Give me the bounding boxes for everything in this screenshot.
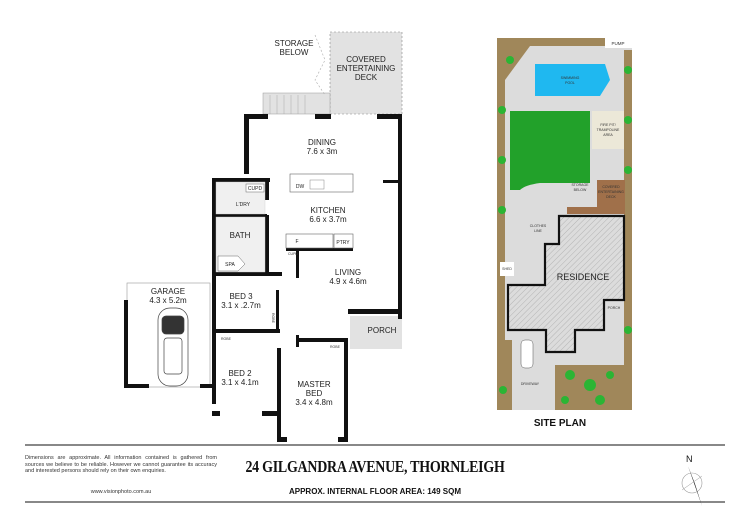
- site-deck-step: [567, 207, 597, 214]
- storage-label-2: BELOW: [280, 48, 309, 57]
- laundry-label: L'DRY: [236, 202, 251, 208]
- firepit-label-3: AREA: [603, 133, 613, 137]
- firepit-area: [592, 111, 624, 149]
- garden-left: [497, 38, 505, 410]
- website-link[interactable]: www.visionphoto.com.au: [90, 489, 152, 495]
- firepit-label: FIRE PIT/: [600, 123, 615, 127]
- stair-treads: [269, 95, 306, 114]
- master-bed-label-2: BED: [306, 389, 323, 398]
- residence: [506, 214, 626, 354]
- shed-label: SHED: [502, 267, 512, 271]
- kitchen-label: KITCHEN: [310, 206, 345, 215]
- bed3-dimensions: 3.1 x .2.7m: [221, 301, 261, 310]
- garage-label: GARAGE: [151, 287, 185, 296]
- floor-area: APPROX. INTERNAL FLOOR AREA: 149 SQM: [288, 487, 462, 496]
- clothes-line-label-2: LINE: [534, 229, 542, 233]
- dining-dimensions: 7.6 x 3m: [307, 147, 338, 156]
- residence-label: RESIDENCE: [557, 272, 610, 282]
- covered-deck: [329, 31, 403, 115]
- kitchen-island: [289, 173, 354, 193]
- site-plan: PUMP SWIMMING POOL FIRE PIT/ TRAMPOLINE …: [497, 38, 632, 410]
- swimming-pool: [535, 64, 610, 96]
- deck-label: COVERED: [346, 55, 386, 64]
- cupd-small-label: CUPD: [288, 252, 298, 256]
- pantry-label: PTRY: [336, 240, 350, 246]
- pantry: [333, 233, 354, 249]
- storage-label: STORAGE: [275, 39, 314, 48]
- site-deck-label: COVERED: [602, 185, 620, 189]
- site-deck-label-2: ENTERTAINING: [598, 190, 624, 194]
- site-deck-label-3: DECK: [606, 195, 616, 199]
- disclaimer: Dimensions are approximate. All informat…: [25, 455, 217, 474]
- clothes-line-label: CLOTHES: [530, 224, 547, 228]
- trees: [498, 56, 632, 405]
- pool-label: SWIMMING: [561, 76, 580, 80]
- deck-label-3: DECK: [355, 73, 378, 82]
- garden-top: [497, 38, 605, 46]
- kitchen-dimensions: 6.6 x 3.7m: [309, 215, 347, 224]
- deck-label-2: ENTERTAINING: [337, 64, 396, 73]
- kitchen-counter: [285, 233, 334, 249]
- dishwasher-label: DW: [296, 184, 305, 190]
- garden-left-bottom: [497, 340, 512, 410]
- fridge-label: F: [295, 239, 298, 245]
- bath-label: BATH: [230, 231, 251, 240]
- bed2-label: BED 2: [228, 369, 252, 378]
- shed: [500, 262, 514, 276]
- spa-label: SPA: [225, 262, 235, 268]
- site-deck: [597, 180, 625, 214]
- living-label: LIVING: [335, 268, 361, 277]
- porch-area: [350, 316, 402, 349]
- firepit-label-2: TRAMPOLINE: [597, 128, 620, 132]
- cupd-box: [245, 183, 265, 193]
- porch-label: PORCH: [368, 326, 397, 335]
- master-bed-label: MASTER: [297, 380, 331, 389]
- sink: [309, 179, 325, 190]
- pump-box: [605, 38, 632, 48]
- driveway-label: DRIVEWAY: [521, 382, 540, 386]
- master-bed-dimensions: 3.4 x 4.8m: [295, 398, 333, 407]
- dining-label: DINING: [308, 138, 336, 147]
- lawn: [510, 111, 590, 190]
- garden-corner: [505, 46, 530, 80]
- site-car-icon: [520, 339, 534, 369]
- bed2-robe-label: ROBE: [221, 337, 232, 341]
- car-icon: [157, 307, 189, 387]
- stairs: [262, 92, 331, 115]
- bed2-dimensions: 3.1 x 4.1m: [221, 378, 259, 387]
- storage-outline: [314, 34, 326, 96]
- footer-top-divider: [25, 444, 725, 446]
- site-porch-label: PORCH: [608, 306, 621, 310]
- bed3-label: BED 3: [229, 292, 253, 301]
- garage-dimensions: 4.3 x 5.2m: [149, 296, 187, 305]
- pump-label: PUMP: [611, 41, 624, 46]
- address-container: 24 GILGANDRA AVENUE, THORNLEIGH: [220, 456, 530, 478]
- bed3-robe-label: ROBE: [271, 313, 275, 324]
- spa-tub: [217, 255, 246, 272]
- site-storage-label-2: BELOW: [574, 188, 587, 192]
- footer-bottom-divider: [25, 501, 725, 503]
- property-address: 24 GILGANDRA AVENUE, THORNLEIGH: [245, 457, 505, 476]
- site-plan-title: SITE PLAN: [533, 418, 587, 429]
- cupd-label: CUPD: [248, 186, 263, 192]
- pool-label-2: POOL: [565, 81, 575, 85]
- living-dimensions: 4.9 x 4.6m: [329, 277, 367, 286]
- site-storage-label: STORAGE: [571, 183, 589, 187]
- master-robe-label: ROBE: [330, 345, 341, 349]
- garden-right: [624, 50, 632, 410]
